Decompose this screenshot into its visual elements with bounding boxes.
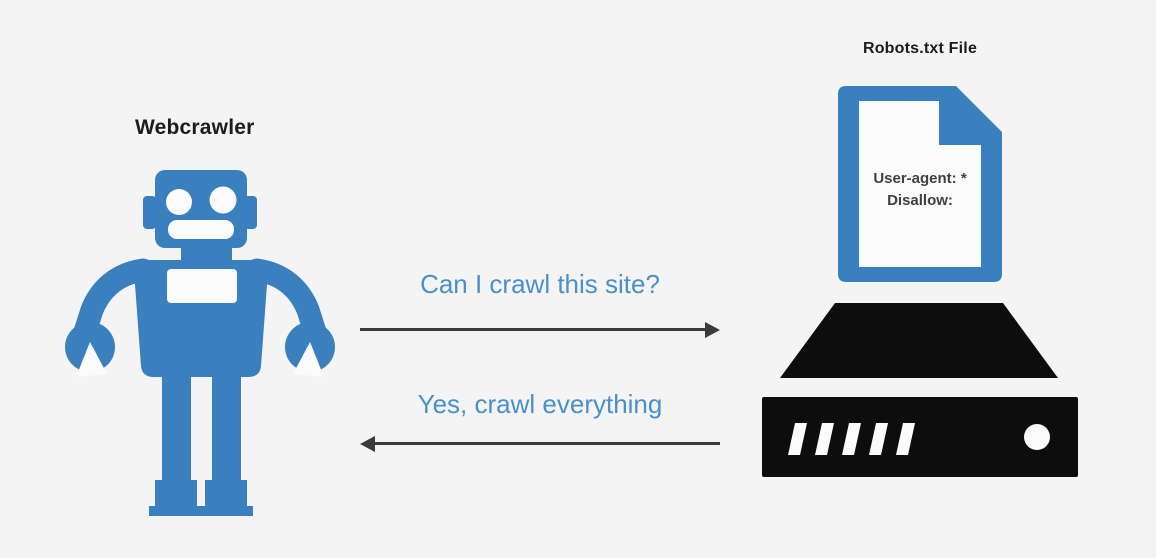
robot-legs — [149, 377, 253, 516]
robot-chest-panel — [167, 269, 237, 303]
response-message: Yes, crawl everything — [417, 389, 663, 419]
arrow-left-icon — [360, 436, 720, 452]
robot-torso — [134, 260, 268, 377]
robots-rule-disallow: Disallow: — [887, 192, 953, 209]
document-icon: User-agent: * Disallow: — [838, 86, 1002, 282]
webcrawler-title: Webcrawler — [135, 116, 255, 139]
robots-rule-user-agent: User-agent: * — [873, 170, 967, 187]
robot-head — [155, 170, 247, 248]
arrow-right-icon — [360, 322, 720, 338]
robot-eye-left — [166, 189, 192, 215]
server-unit — [762, 397, 1078, 477]
arrow-head — [360, 436, 375, 452]
robot-ear-right — [244, 196, 257, 229]
arrow-shaft — [373, 442, 720, 445]
robot-ear-left — [143, 196, 156, 229]
robot-icon — [65, 170, 335, 516]
robot-eye-right — [209, 186, 237, 214]
server-power-light — [1024, 424, 1050, 450]
request-message: Can I crawl this site? — [420, 269, 660, 299]
arrow-shaft — [360, 328, 707, 331]
server-top — [780, 303, 1058, 378]
arrow-head — [705, 322, 720, 338]
server-icon — [762, 303, 1078, 477]
document-page — [859, 101, 981, 267]
robot-mouth — [168, 220, 234, 239]
robots-file-title: Robots.txt File — [862, 40, 978, 57]
